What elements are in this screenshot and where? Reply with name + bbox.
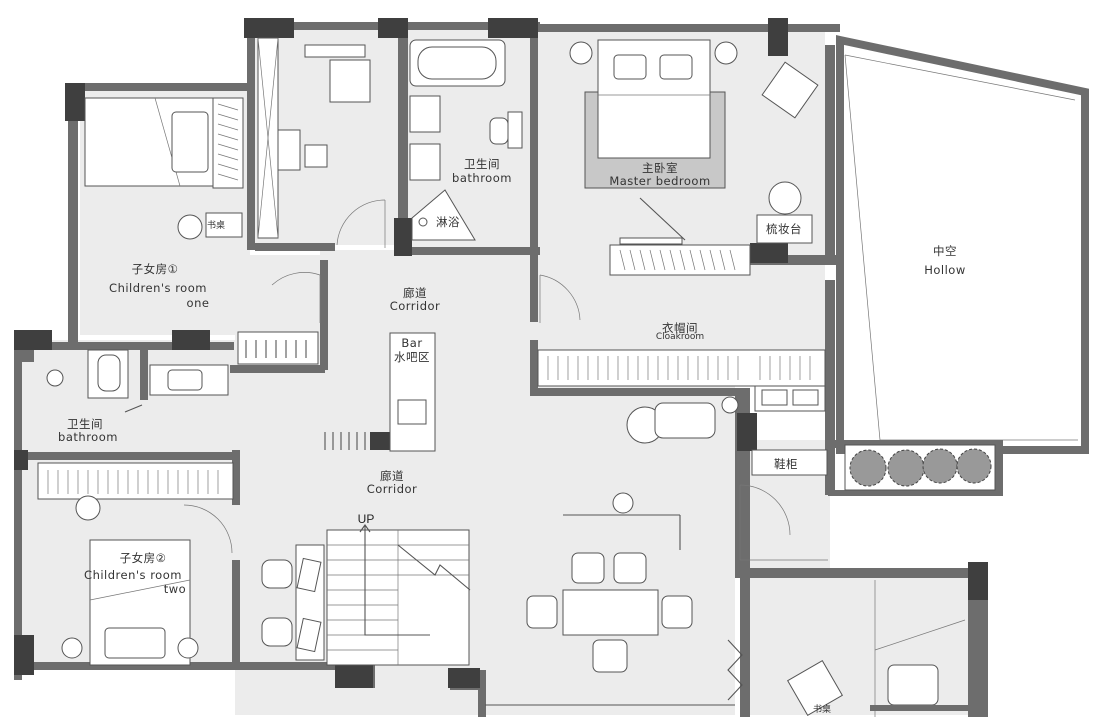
shoe-cabinet-label: 鞋柜	[774, 457, 798, 471]
children-room-two-cn: 子女房②	[120, 551, 167, 565]
bar-cn: 水吧区	[394, 350, 430, 364]
corridor-top-cn: 廊道	[403, 286, 427, 300]
corridor-mid-cn: 廊道	[380, 469, 404, 483]
planter-box	[844, 444, 996, 491]
cloakroom-cn: 衣帽间	[662, 321, 698, 335]
bathroom-top-en: bathroom	[452, 171, 512, 185]
shoe-cabinet	[739, 449, 828, 561]
bathroom-top-cn: 卫生间	[464, 157, 500, 171]
bathroom-top	[409, 39, 523, 241]
bottom-partitions	[485, 580, 968, 717]
children-room-one-en2: one	[187, 296, 210, 310]
stairs-up-label: UP	[358, 512, 375, 526]
columns	[14, 18, 988, 688]
hollow-cn: 中空	[933, 244, 957, 258]
master-bedroom	[539, 39, 819, 323]
corridor-mid-en: Corridor	[367, 482, 418, 496]
hollow-en: Hollow	[924, 263, 966, 277]
desk-top-label: 书桌	[207, 219, 225, 231]
bathroom-left	[46, 349, 229, 413]
children-room-two-en1: Children's room	[84, 568, 182, 582]
cloakroom-en: Cloakroom	[656, 332, 704, 342]
bathroom-left-en: bathroom	[58, 430, 118, 444]
desk-bottom-label: 书桌	[813, 703, 831, 715]
staircase	[326, 524, 471, 666]
study-room	[257, 37, 386, 248]
children-room-two	[37, 462, 234, 666]
corridor-top-en: Corridor	[390, 299, 441, 313]
bar-en: Bar	[401, 336, 422, 350]
room-labels: 子女房① Children's room one 书桌 卫生间 bathroom…	[58, 157, 966, 715]
dressing-table-label: 梳妆台	[766, 222, 802, 236]
children-room-one-en1: Children's room	[109, 281, 207, 295]
bathroom-left-cn: 卫生间	[67, 417, 103, 431]
shower-label: 淋浴	[436, 215, 460, 229]
children-room-one	[84, 97, 321, 365]
cloakroom	[537, 349, 826, 444]
children-room-one-cn: 子女房①	[132, 262, 179, 276]
master-bedroom-cn: 主卧室	[642, 161, 678, 175]
work-desks	[261, 544, 325, 661]
dining-area	[526, 492, 693, 673]
bar-counter	[324, 332, 436, 452]
master-bedroom-en: Master bedroom	[609, 174, 710, 188]
children-room-two-en2: two	[164, 582, 186, 596]
hollow-area	[836, 35, 1089, 454]
